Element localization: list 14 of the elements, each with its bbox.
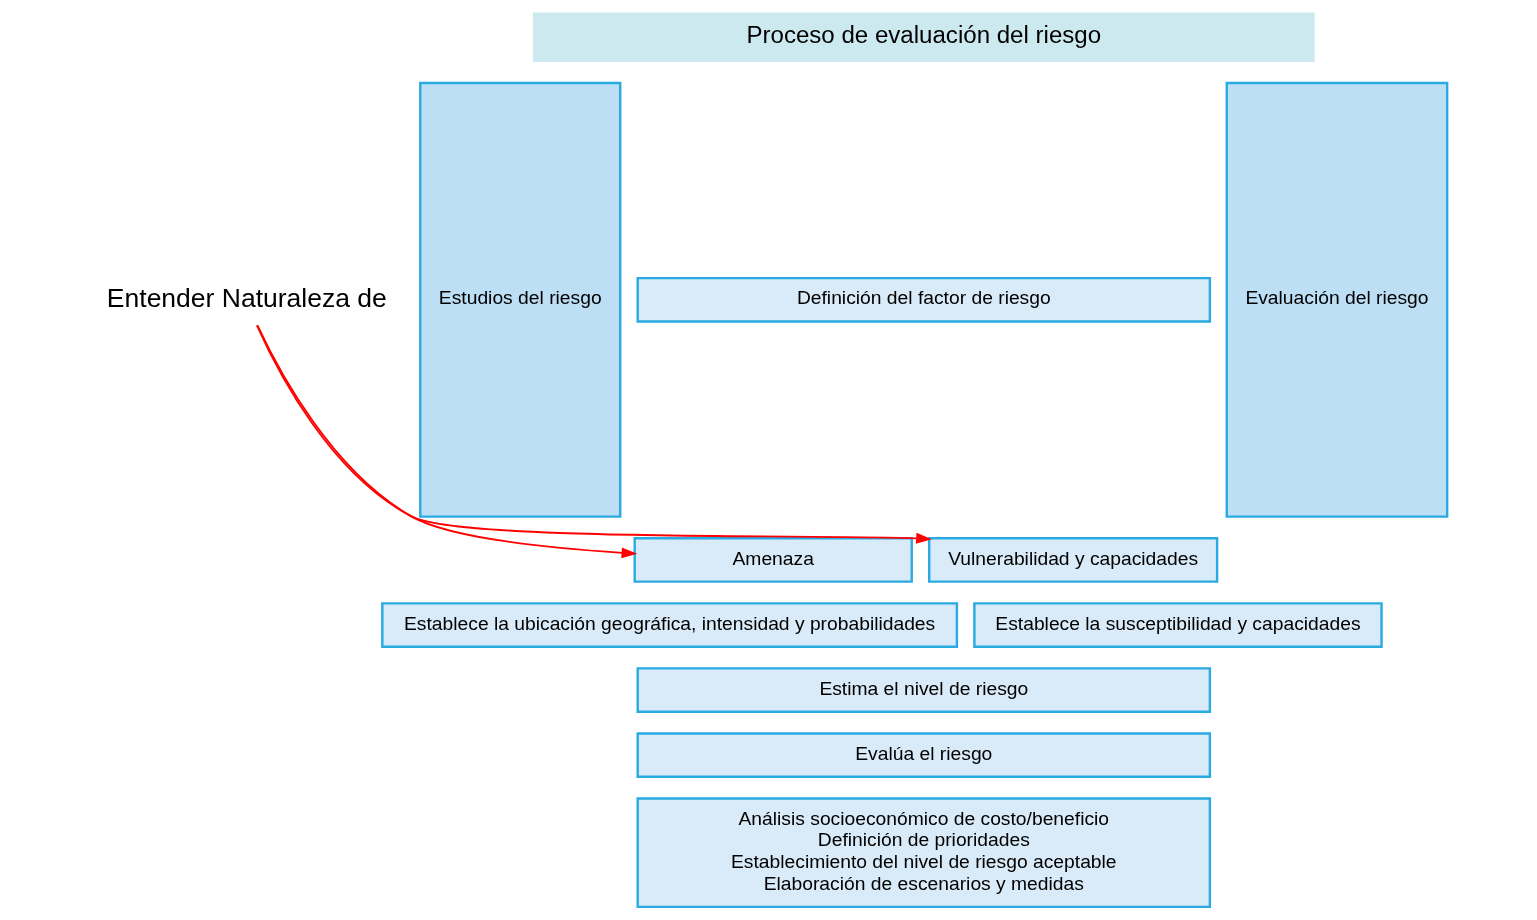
node-box: Estima el nivel de riesgo: [636, 667, 1211, 713]
node-box: Amenaza: [633, 537, 913, 583]
arrow: [255, 324, 637, 559]
node-text: Entender Naturaleza de: [106, 282, 387, 313]
node-box: Vulnerabilidad y capacidades: [927, 537, 1218, 583]
node-box: Análisis socioeconómico de costo/beneficio Definición de prioridades Establecimiento del nivel de riesgo aceptable Elaboración de escenarios y medidas: [636, 797, 1211, 909]
node-box: Estudios del riesgo: [418, 81, 621, 518]
node-box: Proceso de evaluación del riesgo: [532, 12, 1315, 62]
node-box: Evaluación del riesgo: [1225, 81, 1448, 518]
node-box: Establece la ubicación geográfica, intensidad y probabilidades: [380, 602, 958, 648]
arrow: [255, 324, 932, 544]
node-box: Definición del factor de riesgo: [636, 276, 1211, 323]
node-box: Establece la susceptibilidad y capacidades: [972, 602, 1383, 648]
node-box: Evalúa el riesgo: [636, 732, 1211, 778]
